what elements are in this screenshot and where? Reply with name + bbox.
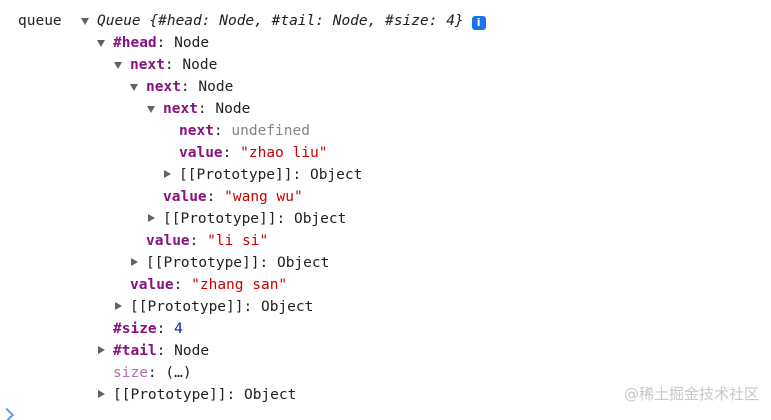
collapse-arrow-icon[interactable] [96,340,108,362]
object-summary[interactable]: Queue {#head: Node, #tail: Node, #size: … [97,10,486,32]
collapse-arrow-icon[interactable] [113,296,125,318]
info-icon[interactable]: i [471,16,486,30]
expand-arrow-icon[interactable] [96,32,108,54]
collapse-arrow-icon[interactable] [162,164,174,186]
watermark: @稀土掘金技术社区 [623,385,759,403]
expand-arrow-icon[interactable] [113,54,125,76]
collapse-arrow-icon[interactable] [96,384,108,406]
prompt-chevron-icon [0,407,15,420]
invoke-getter-button[interactable]: (…) [165,365,192,381]
collapse-arrow-icon[interactable] [146,208,158,230]
expand-arrow-icon[interactable] [146,98,158,120]
expand-arrow-icon[interactable] [80,10,92,32]
variable-label: queue [18,13,62,29]
collapse-arrow-icon[interactable] [129,252,141,274]
expand-arrow-icon[interactable] [129,76,141,98]
